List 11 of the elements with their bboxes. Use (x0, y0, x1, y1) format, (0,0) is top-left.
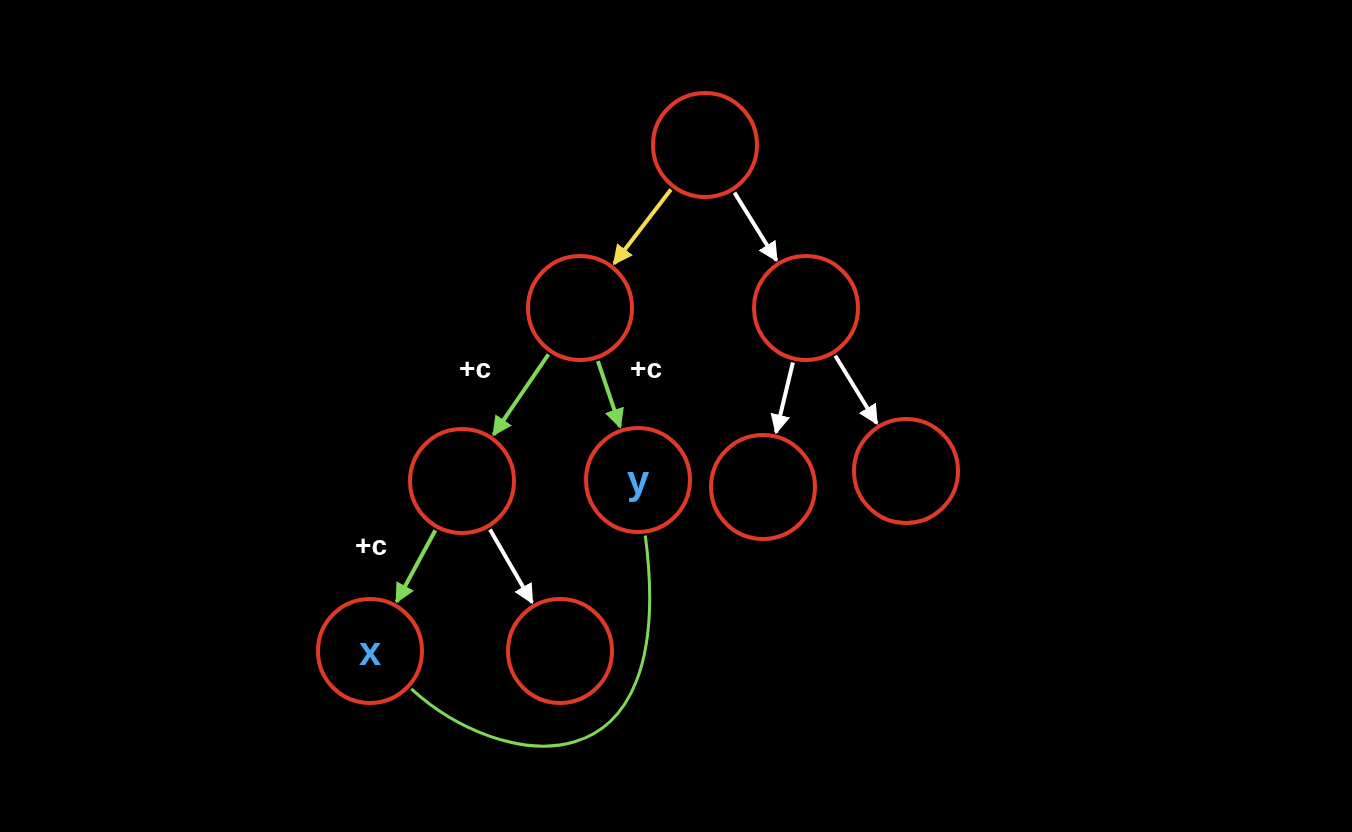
arrow (732, 191, 779, 263)
connector-line (410, 535, 652, 748)
arrow (394, 529, 438, 604)
arrow (612, 188, 673, 266)
node-label: y (626, 460, 650, 500)
arrow (596, 360, 624, 429)
arrow (833, 354, 879, 425)
arrow (491, 353, 551, 437)
arrow (770, 362, 795, 435)
node-label: x (358, 631, 382, 671)
arrow (488, 528, 534, 605)
